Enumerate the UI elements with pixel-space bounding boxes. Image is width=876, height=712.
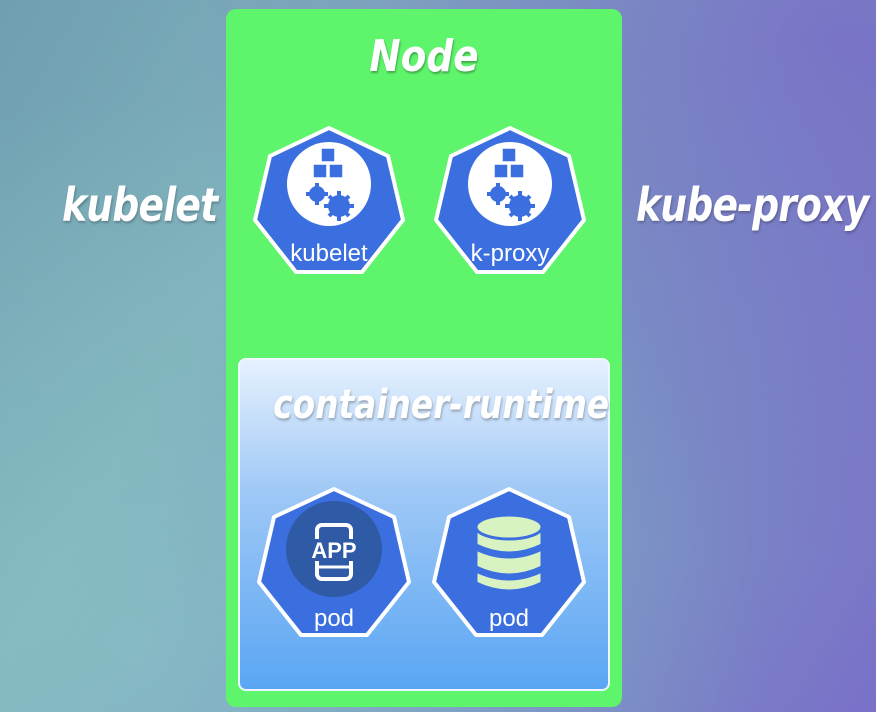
cubes-gears-icon xyxy=(287,142,371,226)
kubelet-hex-label: kubelet xyxy=(290,240,368,267)
heptagon-shape xyxy=(432,487,586,637)
app-icon-text: APP xyxy=(311,538,356,563)
kubelet-component: kubelet xyxy=(247,122,411,286)
heptagon-shape: APP xyxy=(257,487,411,637)
k-proxy-hex-label: k-proxy xyxy=(470,240,550,267)
kube-proxy-side-label: kube-proxy xyxy=(636,178,869,232)
kubelet-side-label: kubelet xyxy=(62,178,218,232)
pod-label: pod xyxy=(488,605,530,632)
pod-label: pod xyxy=(313,605,355,632)
heptagon-shape xyxy=(253,126,405,274)
app-phone-icon: APP xyxy=(286,501,382,597)
database-icon xyxy=(474,513,544,593)
app-pod: APP pod xyxy=(251,483,417,649)
node-title: Node xyxy=(369,31,479,82)
heptagon-shape xyxy=(434,126,586,274)
database-pod: pod xyxy=(426,483,592,649)
cubes-gears-icon xyxy=(468,142,552,226)
k-proxy-component: k-proxy xyxy=(428,122,592,286)
container-runtime-title: container-runtime xyxy=(273,382,610,428)
